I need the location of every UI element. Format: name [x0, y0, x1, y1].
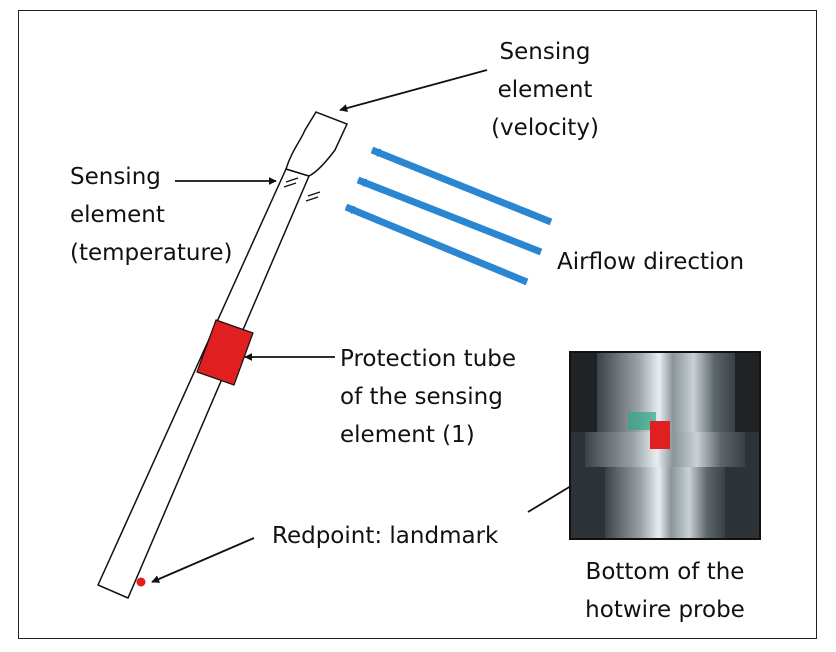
- probe-stick: [97, 111, 349, 599]
- label-probe-bottom: Bottom of the hotwire probe: [585, 559, 745, 623]
- airflow-arrow-2: [356, 176, 543, 256]
- probe-bottom-photo: [569, 351, 761, 540]
- photo-redpoint: [650, 421, 670, 449]
- label-protection-tube: Protection tube of the sensing element (…: [340, 346, 517, 448]
- label-temperature-sensor: Sensing element (temperature): [70, 164, 233, 266]
- protection-tube: [196, 319, 254, 386]
- redpoint-landmark: [136, 577, 146, 587]
- label-airflow-direction: Airflow direction: [557, 249, 745, 275]
- temperature-sensor-marks: [283, 177, 321, 202]
- label-velocity-sensor: Sensing element (velocity): [491, 39, 599, 141]
- label-redpoint: Redpoint: landmark: [272, 523, 499, 549]
- arrow-to-velocity-sensor: [339, 69, 488, 112]
- airflow-arrow-1: [370, 146, 553, 226]
- arrow-to-redpoint: [151, 537, 255, 583]
- airflow-arrow-3: [344, 203, 529, 286]
- airflow-arrows: [344, 146, 553, 286]
